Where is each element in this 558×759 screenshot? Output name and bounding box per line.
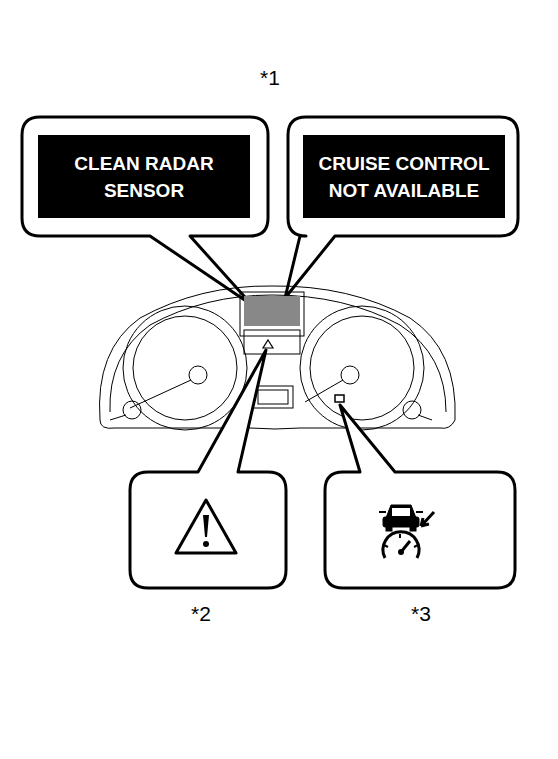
callout-number: *2 bbox=[191, 602, 211, 626]
callout-number: *1 bbox=[260, 66, 280, 90]
display-message-box: CRUISE CONTROL NOT AVAILABLE bbox=[303, 135, 505, 218]
message-text: CRUISE CONTROL NOT AVAILABLE bbox=[311, 150, 497, 204]
display-message-box: CLEAN RADAR SENSOR bbox=[38, 135, 250, 218]
callout-number: *3 bbox=[411, 602, 431, 626]
message-text: CLEAN RADAR SENSOR bbox=[46, 150, 242, 204]
